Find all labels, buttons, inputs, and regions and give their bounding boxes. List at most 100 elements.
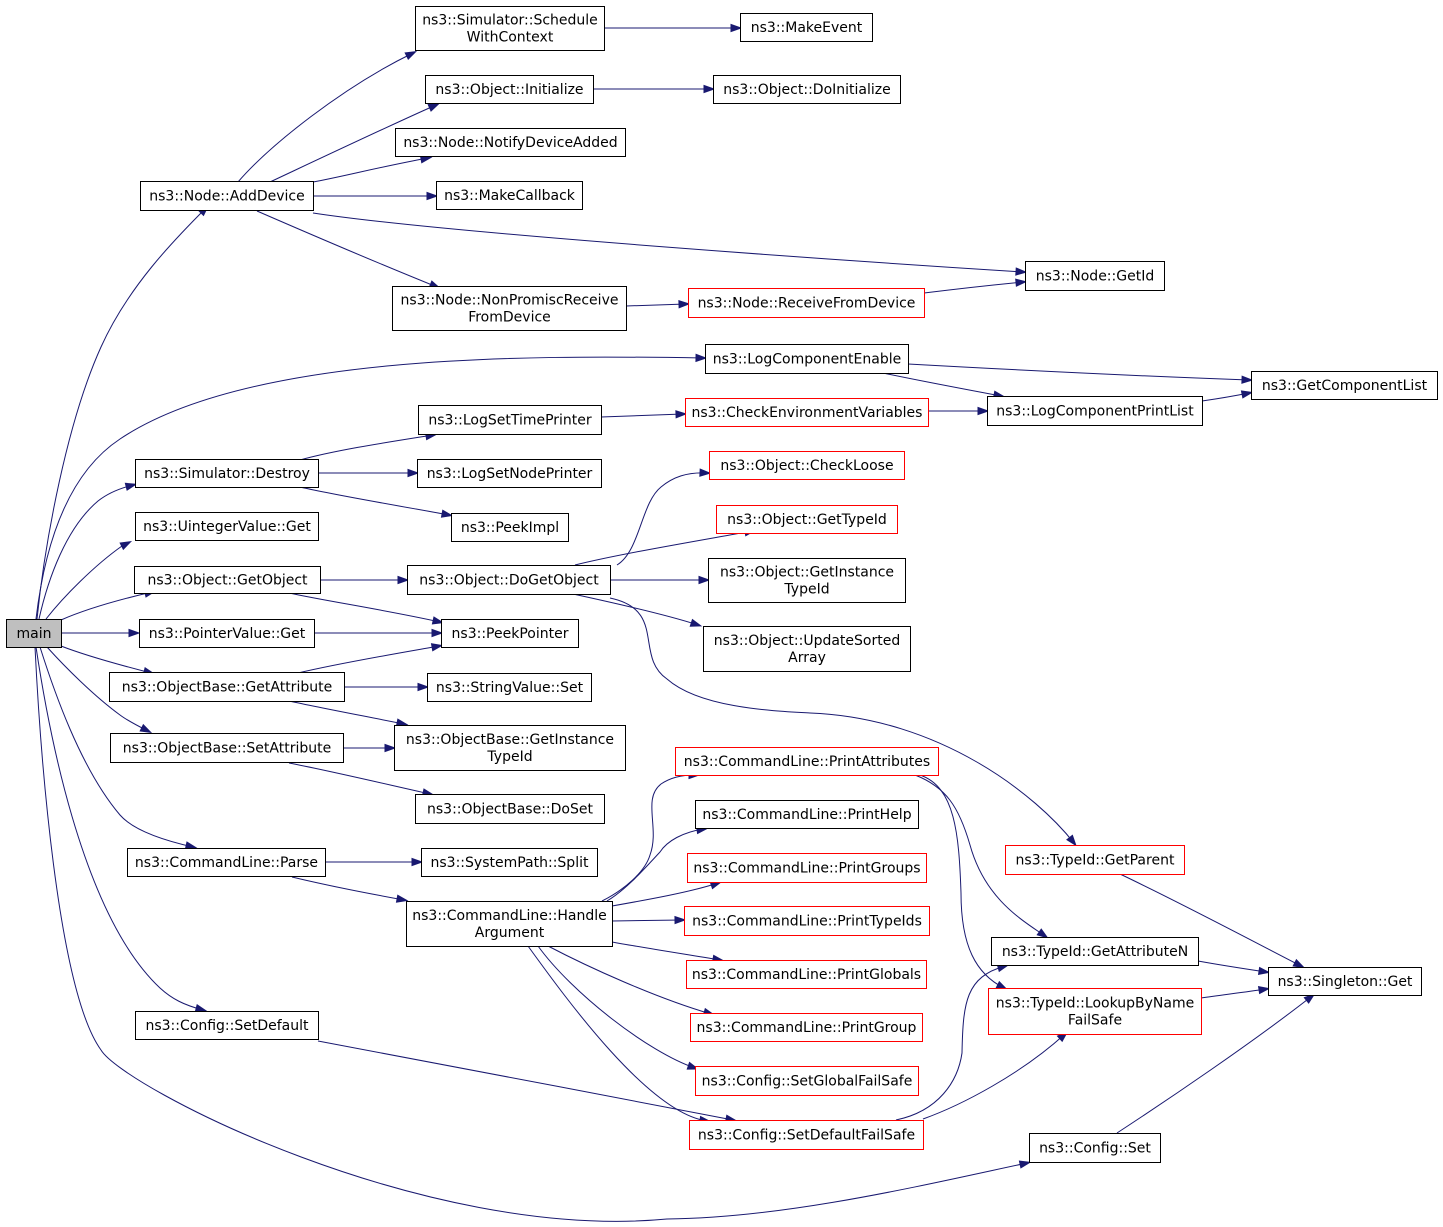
node-obSetAttr[interactable]: ns3::ObjectBase::SetAttribute bbox=[110, 733, 344, 763]
arrowhead bbox=[977, 406, 990, 416]
node-uintGet[interactable]: ns3::UintegerValue::Get bbox=[135, 512, 319, 541]
edge-simDestroy-to-peekImpl bbox=[299, 486, 454, 518]
node-label: ns3::PointerValue::Get bbox=[149, 626, 306, 642]
node-label: ns3::MakeCallback bbox=[444, 188, 576, 204]
node-box bbox=[708, 558, 906, 603]
node-clPrintGroup[interactable]: ns3::CommandLine::PrintGroup bbox=[690, 1013, 923, 1042]
node-peekImpl[interactable]: ns3::PeekImpl bbox=[451, 513, 569, 542]
edge-line bbox=[312, 157, 429, 183]
node-objInit[interactable]: ns3::Object::Initialize bbox=[425, 75, 594, 104]
node-label: ns3::Node::GetId bbox=[1036, 269, 1154, 285]
edge-line bbox=[572, 593, 699, 626]
node-box bbox=[418, 405, 602, 435]
node-makeEvent[interactable]: ns3::MakeEvent bbox=[740, 13, 873, 42]
node-strSet[interactable]: ns3::StringValue::Set bbox=[427, 673, 592, 702]
node-label: ns3::Object::CheckLoose bbox=[720, 458, 893, 474]
node-box bbox=[436, 181, 583, 210]
node-box bbox=[991, 937, 1199, 966]
edge-tidGetAttrN-to-singletonGet bbox=[1197, 960, 1271, 976]
edge-obGetAttr-to-peekPointer bbox=[297, 643, 444, 674]
node-obDoSet[interactable]: ns3::ObjectBase::DoSet bbox=[415, 794, 605, 824]
edge-line bbox=[537, 945, 696, 1069]
arrowhead bbox=[119, 540, 133, 551]
node-notifyDev[interactable]: ns3::Node::NotifyDeviceAdded bbox=[395, 128, 626, 157]
node-cfgSet[interactable]: ns3::Config::Set bbox=[1029, 1133, 1161, 1163]
node-cfgSetGlobalFS[interactable]: ns3::Config::SetGlobalFailSafe bbox=[695, 1066, 919, 1096]
arrowhead bbox=[431, 616, 445, 625]
node-label: ns3::Config::SetDefault bbox=[145, 1018, 309, 1034]
edge-objGetObject-to-peekPointer bbox=[288, 592, 445, 625]
edge-line bbox=[299, 486, 450, 516]
node-clPrintAttrs[interactable]: ns3::CommandLine::PrintAttributes bbox=[675, 747, 939, 776]
node-addDevice[interactable]: ns3::Node::AddDevice bbox=[140, 181, 314, 211]
node-recvFromDev[interactable]: ns3::Node::ReceiveFromDevice bbox=[688, 288, 925, 318]
node-box bbox=[407, 565, 611, 595]
edge-logCompPrint-to-getCompList bbox=[1201, 390, 1254, 402]
node-tidGetParent[interactable]: ns3::TypeId::GetParent bbox=[1005, 845, 1185, 875]
node-simDestroy[interactable]: ns3::Simulator::Destroy bbox=[135, 459, 319, 488]
node-peekPointer[interactable]: ns3::PeekPointer bbox=[441, 619, 579, 648]
node-cfgSetDefault[interactable]: ns3::Config::SetDefault bbox=[135, 1011, 319, 1040]
edge-addDevice-to-getId bbox=[312, 212, 1028, 276]
node-box bbox=[686, 960, 927, 989]
node-cfgSetDefaultFS[interactable]: ns3::Config::SetDefaultFailSafe bbox=[689, 1120, 924, 1150]
node-label: ns3::Object::UpdateSorted bbox=[714, 633, 900, 649]
node-label: ns3::ObjectBase::SetAttribute bbox=[123, 741, 331, 757]
edge-line bbox=[907, 363, 1250, 381]
node-box bbox=[406, 901, 613, 947]
node-getId[interactable]: ns3::Node::GetId bbox=[1025, 261, 1165, 291]
edge-main-to-cfgSet bbox=[34, 646, 1032, 1222]
node-clPrintGlobals[interactable]: ns3::CommandLine::PrintGlobals bbox=[686, 960, 927, 989]
node-sysSplit[interactable]: ns3::SystemPath::Split bbox=[421, 848, 598, 877]
node-singletonGet[interactable]: ns3::Singleton::Get bbox=[1268, 967, 1422, 996]
node-ptrGet[interactable]: ns3::PointerValue::Get bbox=[139, 619, 315, 648]
node-objDoInit[interactable]: ns3::Object::DoInitialize bbox=[713, 75, 901, 104]
node-label: ns3::TypeId::GetAttributeN bbox=[1002, 944, 1188, 960]
node-clPrintHelp[interactable]: ns3::CommandLine::PrintHelp bbox=[695, 800, 919, 829]
node-makeCallback[interactable]: ns3::MakeCallback bbox=[436, 181, 583, 210]
node-logSetNode[interactable]: ns3::LogSetNodePrinter bbox=[417, 459, 602, 488]
edge-line bbox=[1116, 995, 1313, 1134]
node-tidGetAttrN[interactable]: ns3::TypeId::GetAttributeN bbox=[991, 937, 1199, 966]
node-label: main bbox=[17, 626, 52, 642]
edge-line bbox=[527, 945, 708, 1122]
node-checkLoose[interactable]: ns3::Object::CheckLoose bbox=[709, 451, 905, 480]
node-checkEnv[interactable]: ns3::CheckEnvironmentVariables bbox=[685, 398, 929, 427]
node-box bbox=[127, 848, 326, 877]
edge-tidLookup-to-singletonGet bbox=[1200, 985, 1271, 999]
node-obGetAttr[interactable]: ns3::ObjectBase::GetAttribute bbox=[109, 672, 345, 702]
node-box bbox=[695, 1066, 919, 1096]
edge-logCompEnable-to-getCompList bbox=[907, 363, 1254, 384]
node-main[interactable]: main bbox=[6, 619, 62, 648]
arrowhead bbox=[384, 743, 397, 753]
edge-main-to-ptrGet bbox=[61, 628, 141, 638]
node-getCompList[interactable]: ns3::GetComponentList bbox=[1251, 371, 1438, 400]
edge-line bbox=[547, 945, 712, 1015]
edge-clHandleArg-to-clPrintGlobals bbox=[611, 941, 725, 963]
node-logCompPrint[interactable]: ns3::LogComponentPrintList bbox=[987, 396, 1203, 426]
arrowhead bbox=[404, 51, 418, 61]
node-doGetObject[interactable]: ns3::Object::DoGetObject bbox=[407, 565, 611, 595]
edge-line bbox=[256, 210, 438, 288]
edge-nonPromisc-to-recvFromDev bbox=[625, 300, 691, 309]
node-label: ns3::Object::DoGetObject bbox=[419, 573, 599, 589]
arrowhead bbox=[1292, 958, 1306, 969]
node-box bbox=[687, 853, 927, 883]
node-clPrintGroups[interactable]: ns3::CommandLine::PrintGroups bbox=[687, 853, 927, 883]
node-objGetObject[interactable]: ns3::Object::GetObject bbox=[134, 566, 321, 594]
node-objGetTypeId[interactable]: ns3::Object::GetTypeId bbox=[716, 505, 898, 534]
node-clParse[interactable]: ns3::CommandLine::Parse bbox=[127, 848, 326, 877]
arrowhead bbox=[695, 353, 708, 363]
node-label: ns3::TypeId::GetParent bbox=[1016, 853, 1175, 869]
node-clPrintTypeIds[interactable]: ns3::CommandLine::PrintTypeIds bbox=[684, 906, 930, 936]
node-logCompEnable[interactable]: ns3::LogComponentEnable bbox=[705, 344, 909, 374]
node-logSetTime[interactable]: ns3::LogSetTimePrinter bbox=[418, 405, 602, 435]
node-label: ns3::Object::GetObject bbox=[147, 573, 308, 589]
